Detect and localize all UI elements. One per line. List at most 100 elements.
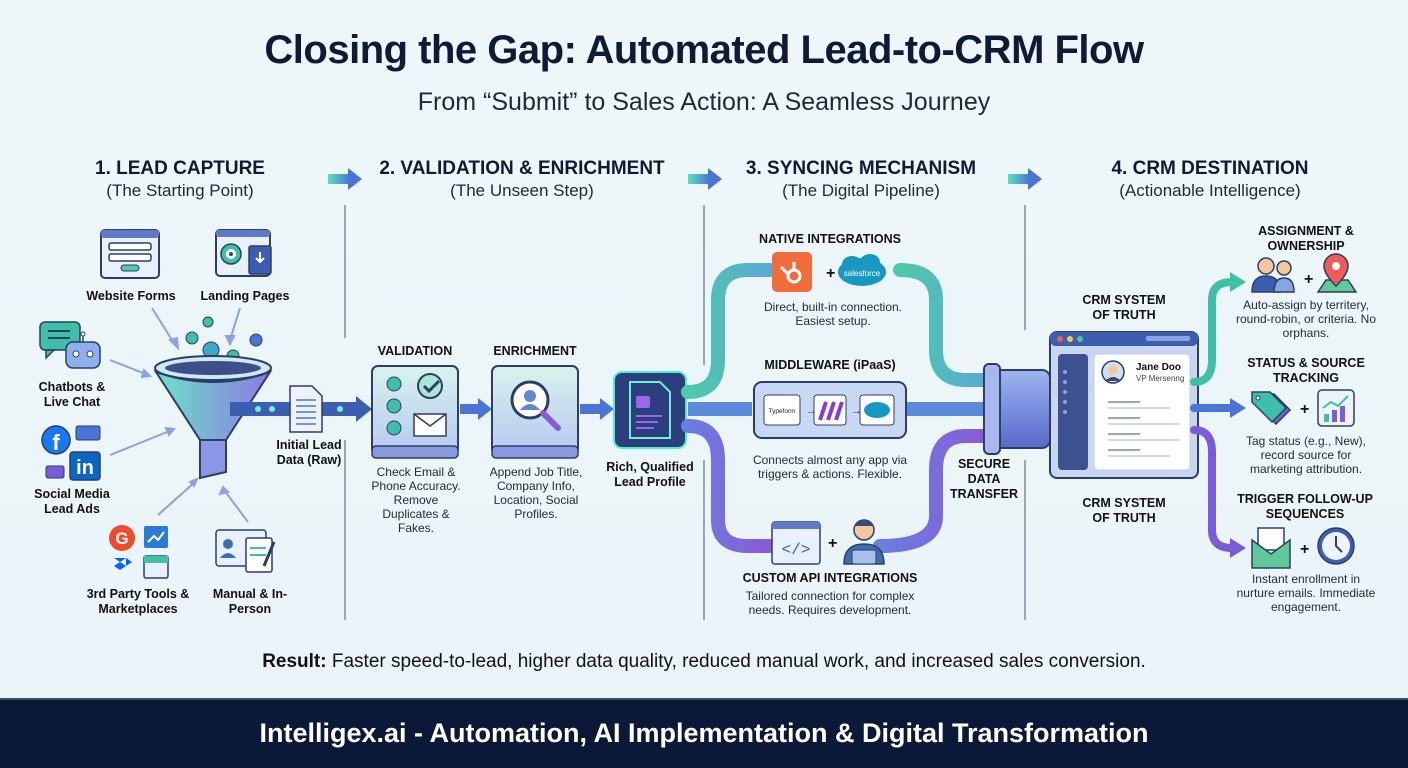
enrichment-box [491, 365, 579, 459]
funnel-icon [153, 316, 273, 480]
stage-arrow-3 [1008, 168, 1042, 190]
stage-1-subtitle: (The Starting Point) [106, 181, 254, 200]
svg-text:+: + [828, 535, 837, 552]
salesforce-logo-icon [859, 394, 895, 426]
email-icon [413, 413, 447, 437]
assignment-title: ASSIGNMENT & OWNERSHIP [1258, 224, 1354, 253]
custom-api-title: CUSTOM API INTEGRATIONS [742, 571, 918, 585]
divider [703, 460, 705, 620]
stage-3-header: 3. SYNCING MECHANISM (The Digital Pipeli… [722, 158, 1000, 202]
contact-avatar [1101, 360, 1125, 384]
raw-data-label: Initial Lead Data (Raw) [276, 438, 342, 467]
followup-arrow [1190, 426, 1236, 552]
result-text: Faster speed-to-lead, higher data qualit… [326, 651, 1146, 672]
stage-arrow-2 [688, 168, 722, 190]
raw-data-document-icon [289, 385, 323, 433]
page-subtitle: From “Submit” to Sales Action: A Seamles… [417, 88, 991, 116]
source-label-landing-pages: Landing Pages [200, 289, 290, 303]
custom-api-pipe [681, 419, 997, 553]
flow-arrows-stage2 [460, 398, 614, 420]
stage-2-title: 2. VALIDATION & ENRICHMENT [379, 158, 665, 179]
validation-title: VALIDATION [377, 344, 453, 358]
svg-text:Typeform: Typeform [768, 408, 795, 415]
divider [344, 205, 346, 338]
stage-arrow-1 [328, 168, 362, 190]
svg-text:</>: </> [782, 541, 811, 559]
stage-2-subtitle: (The Unseen Step) [450, 181, 594, 200]
middleware-description: Connects almost any app via triggers & a… [752, 453, 908, 481]
stage-1-header: 1. LEAD CAPTURE (The Starting Point) [60, 158, 300, 202]
stage-4-subtitle: (Actionable Intelligence) [1119, 181, 1301, 200]
assignment-description: Auto-assign by territery, round-robin, o… [1235, 298, 1377, 340]
svg-text:+: + [1300, 401, 1309, 418]
svg-text:→: → [806, 405, 817, 417]
source-label-third-party: 3rd Party Tools & Marketplaces [86, 587, 190, 616]
analytics-chart-icon [1317, 389, 1355, 427]
page-title: Closing the Gap: Automated Lead-to-CRM F… [264, 28, 1144, 72]
qualified-profile-label: Rich, Qualified Lead Profile [606, 460, 694, 489]
hubspot-logo-icon [772, 252, 812, 292]
stage-2-header: 2. VALIDATION & ENRICHMENT (The Unseen S… [360, 158, 684, 202]
svg-text:G: G [115, 529, 128, 548]
crm-window [1049, 331, 1199, 479]
web-form-icon [100, 229, 160, 279]
source-label-website-forms: Website Forms [86, 289, 176, 303]
email-envelope-icon [1251, 527, 1291, 569]
assignment-arrow [1190, 278, 1236, 386]
tracking-title: STATUS & SOURCE TRACKING [1247, 356, 1365, 385]
developer-icon [843, 519, 885, 565]
contact-title: VP Mersenng [1136, 374, 1185, 383]
qualified-profile-icon [613, 371, 687, 449]
magnifier-icon [510, 380, 561, 431]
svg-text:+: + [826, 265, 835, 282]
manual-entry-icon [215, 529, 276, 573]
crm-label-bottom: CRM SYSTEM OF TRUTH [1082, 496, 1166, 525]
middleware-box: Typeform → → [753, 381, 907, 439]
social-media-icon: f in [41, 425, 101, 481]
stage-3-subtitle: (The Digital Pipeline) [782, 181, 940, 200]
third-party-icon: G [109, 525, 169, 579]
validation-box [371, 365, 459, 459]
team-icon [1251, 257, 1295, 293]
flow-graphics: f in G [39, 168, 1358, 579]
custom-api-description: Tailored connection for complex needs. R… [745, 589, 915, 617]
landing-page-icon [215, 229, 272, 277]
svg-text:salesforce: salesforce [844, 269, 881, 278]
result-statement: Result: Faster speed-to-lead, higher dat… [0, 651, 1408, 673]
svg-text:+: + [1304, 271, 1313, 288]
stage-4-header: 4. CRM DESTINATION (Actionable Intellige… [1080, 158, 1340, 202]
divider [1024, 205, 1026, 330]
footer-banner: Intelligex.ai - Automation, AI Implement… [0, 698, 1408, 768]
native-integrations-description: Direct, built-in connection. Easiest set… [763, 300, 903, 328]
typeform-logo-icon: Typeform [763, 394, 801, 426]
followup-description: Instant enrollment in nurture emails. Im… [1236, 572, 1376, 614]
native-pipe [681, 263, 997, 399]
secure-transfer-pipe [983, 363, 1051, 455]
enrichment-description: Append Job Title, Company Info, Location… [489, 465, 583, 521]
make-logo-icon [813, 394, 847, 426]
followup-title: TRIGGER FOLLOW-UP SEQUENCES [1237, 492, 1373, 521]
footer-text: Intelligex.ai - Automation, AI Implement… [259, 718, 1149, 748]
svg-text:in: in [76, 457, 94, 479]
chatbot-icon [39, 321, 101, 369]
secure-transfer-label: SECURE DATA TRANSFER [949, 457, 1019, 501]
clock-icon [1317, 527, 1355, 565]
stage-4-title: 4. CRM DESTINATION [1111, 158, 1309, 179]
crm-label-top: CRM SYSTEM OF TRUTH [1082, 293, 1166, 322]
validation-description: Check Email & Phone Accuracy. Remove Dup… [371, 465, 461, 535]
middleware-title: MIDDLEWARE (iPaaS) [764, 358, 896, 372]
divider [703, 205, 705, 365]
svg-text:→: → [851, 405, 862, 417]
svg-text:+: + [1300, 541, 1309, 558]
source-label-chatbots: Chatbots & Live Chat [38, 380, 106, 409]
tracking-description: Tag status (e.g., New), record source fo… [1245, 434, 1367, 476]
native-integrations-title: NATIVE INTEGRATIONS [759, 232, 901, 246]
stage-3-title: 3. SYNCING MECHANISM [745, 158, 977, 179]
checklist-icon [386, 376, 402, 436]
map-pin-icon [1316, 253, 1358, 293]
source-arrows [109, 307, 249, 523]
result-label: Result: [262, 651, 327, 672]
tag-icon [1251, 391, 1292, 426]
code-window-icon: </> [771, 521, 821, 565]
divider [1024, 460, 1026, 620]
